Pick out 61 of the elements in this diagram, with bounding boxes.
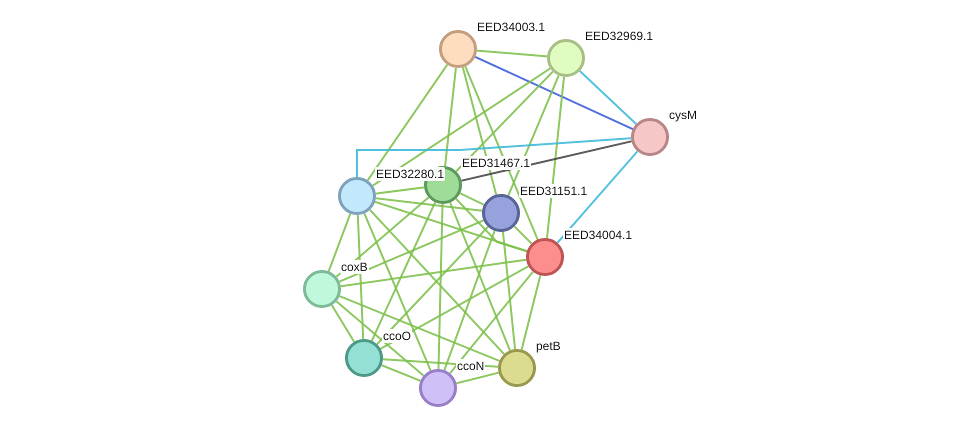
interaction-line [369,209,505,355]
interaction-line [381,364,421,382]
interaction-line [356,137,632,177]
interaction-line [514,226,532,244]
interaction-line [336,300,424,376]
interaction-line [462,67,498,195]
protein-node [303,270,341,308]
protein-node [631,118,669,156]
protein-node [439,30,477,68]
interaction-line [376,226,489,345]
interaction-line [331,304,355,342]
interaction-line [340,258,526,288]
node-label: EED31151.1 [519,184,588,198]
interaction-line [449,202,511,351]
protein-node [345,339,383,377]
interaction-line [437,204,444,370]
interaction-line [476,50,548,58]
interaction-line [339,220,484,282]
node-label: EED34003.1 [476,20,546,34]
interaction-line [455,198,528,252]
interaction-line [502,232,516,350]
node-label: EED32280.1 [375,167,446,181]
interaction-line [366,64,448,181]
node-label: EED34004.1 [563,228,634,242]
interaction-line [546,76,565,238]
interaction-line [339,295,500,362]
interaction-line [380,265,529,350]
interaction-line [444,68,457,166]
protein-node [338,177,376,215]
interaction-line [372,68,551,186]
interaction-line [376,197,482,212]
node-label: coxB [340,260,369,274]
interaction-line [376,186,424,195]
interaction-line [363,213,432,371]
interaction-line [556,150,638,244]
node-label: EED32969.1 [584,29,654,43]
interaction-line [374,200,528,252]
node-label: EED31467.1 [461,156,532,170]
interaction-line [449,271,534,374]
node-label: ccoO [382,329,412,343]
interaction-line [456,70,554,172]
interaction-line [474,56,634,130]
interaction-line [507,75,560,196]
interaction-line [520,275,542,350]
protein-node [498,349,536,387]
interaction-line [461,140,632,182]
node-label: cysM [668,108,698,122]
node-label: petB [535,339,562,353]
interaction-line [579,70,637,125]
protein-node [419,369,457,407]
interaction-line [444,230,496,370]
node-label: ccoN [456,359,486,373]
interaction-line [328,213,352,272]
interaction-line [464,66,539,240]
protein-node [482,194,520,232]
interaction-line [456,372,499,384]
interaction-line [356,214,364,340]
protein-node [526,238,564,276]
protein-node [547,39,585,77]
interaction-line [370,202,436,342]
interaction-line [460,192,484,206]
